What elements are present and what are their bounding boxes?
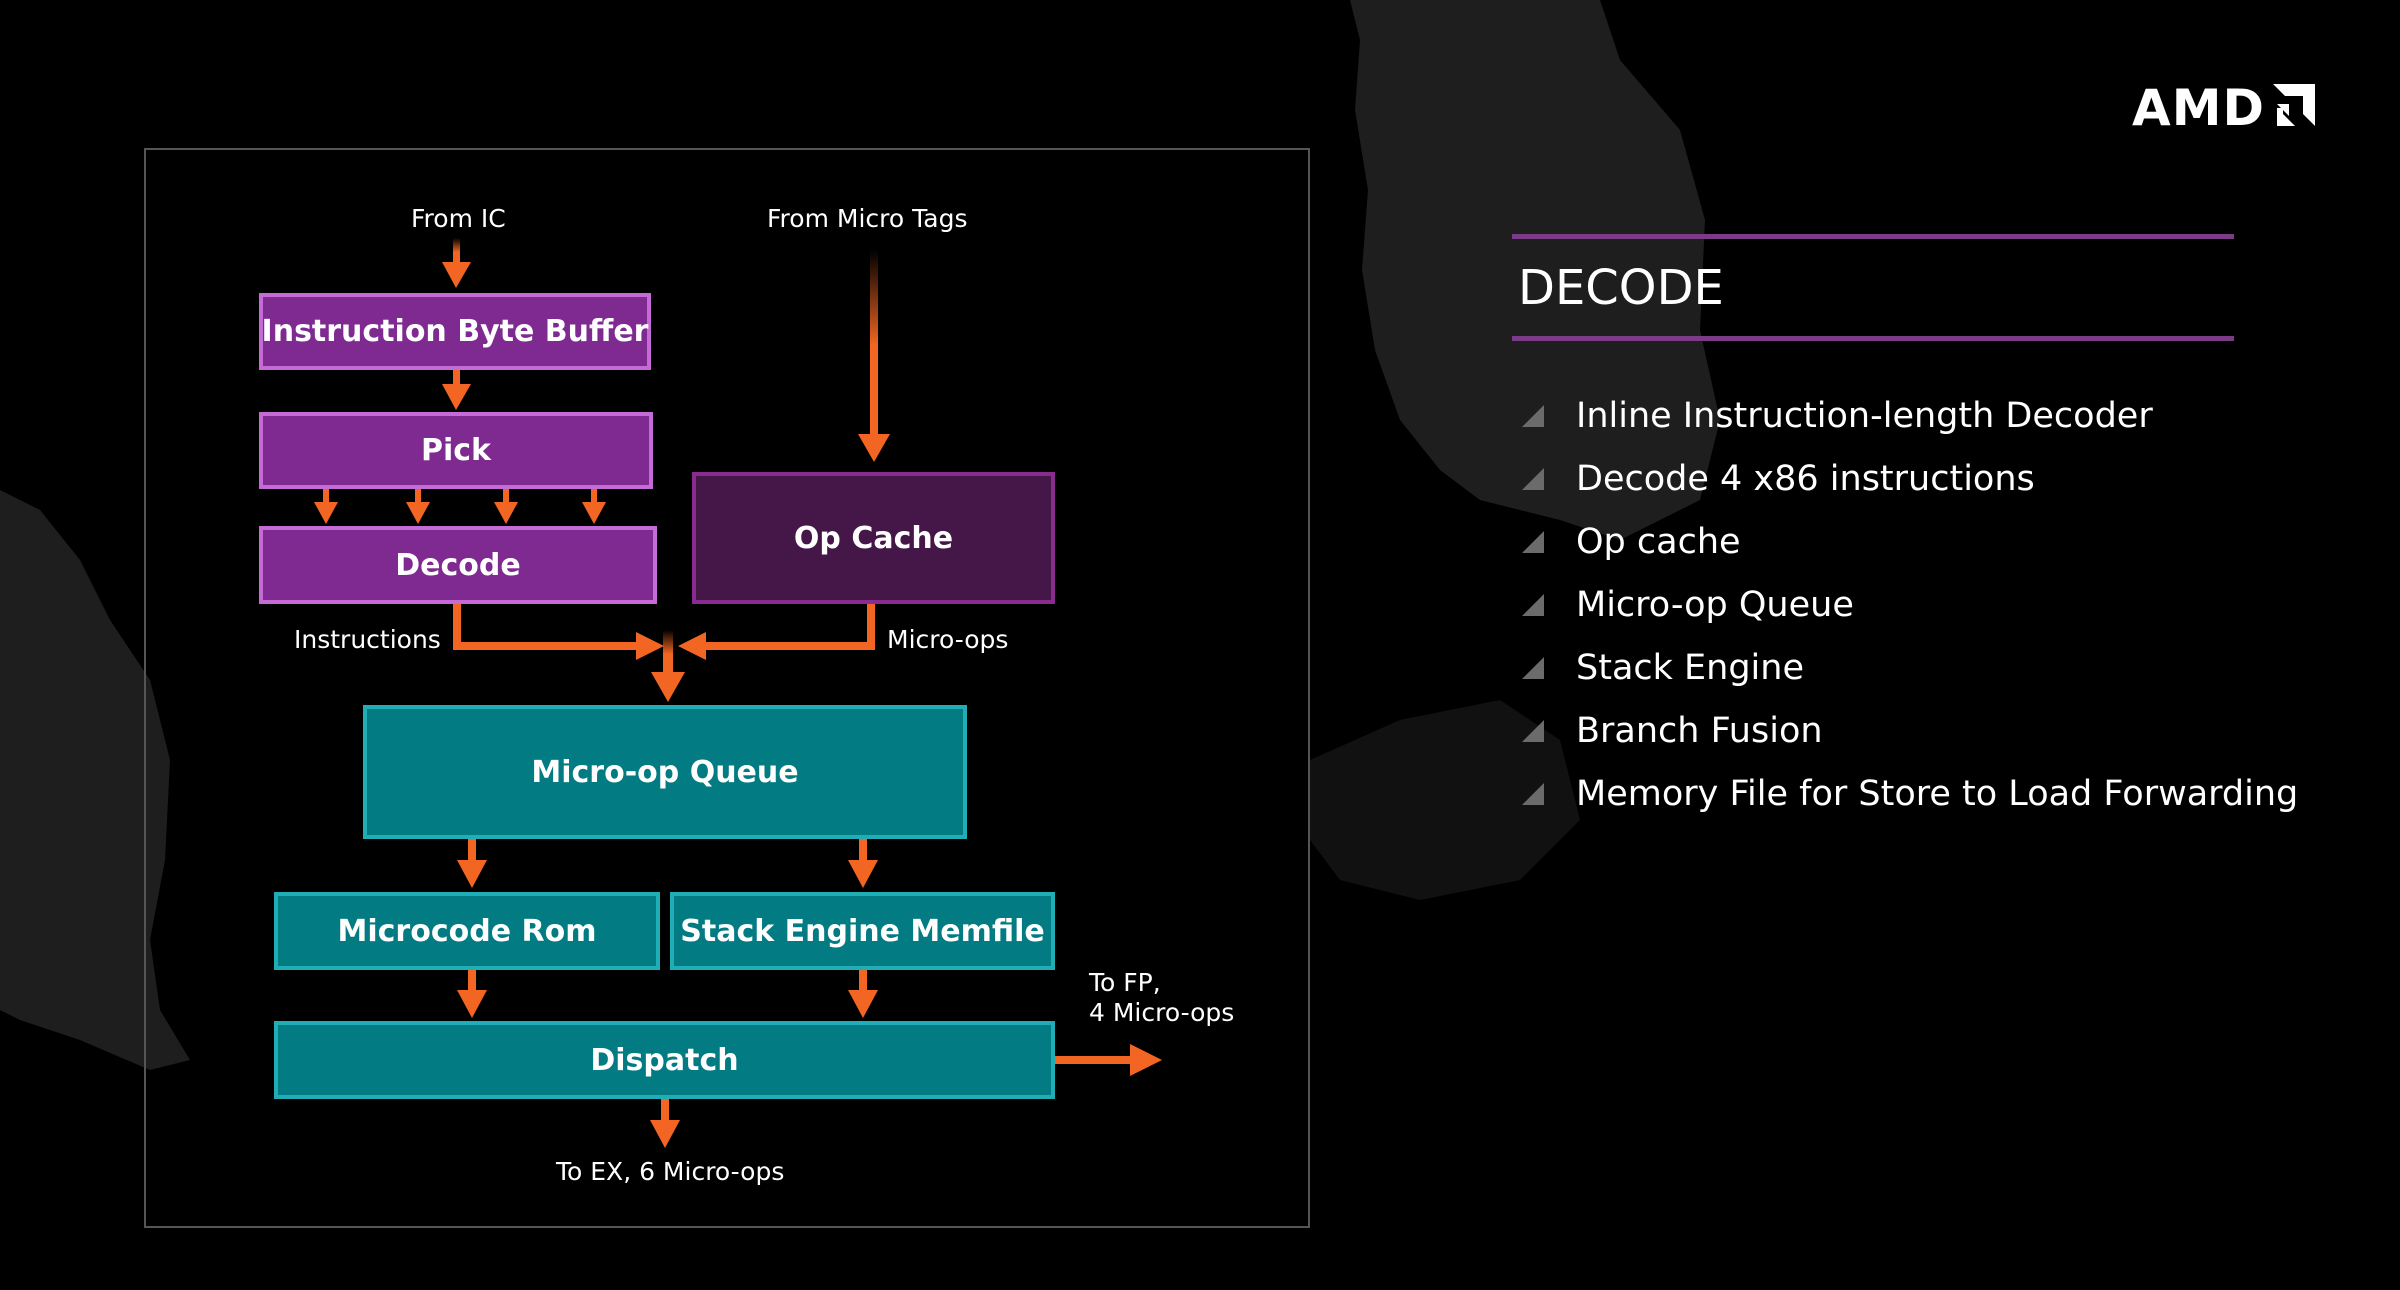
label-to-ex: To EX, 6 Micro-ops — [556, 1157, 785, 1186]
block-pick: Pick — [259, 412, 653, 489]
arrow-from-ic-head — [442, 262, 471, 288]
bullet-item: Decode 4 x86 instructions — [1520, 447, 2298, 510]
triangle-bullet-icon — [1522, 782, 1544, 805]
arrow-from-ic — [453, 238, 460, 266]
block-stack-engine-memfile: Stack Engine Memfile — [670, 892, 1055, 970]
block-micro-op-queue: Micro-op Queue — [363, 705, 967, 839]
arrow-to-fp — [1055, 1056, 1135, 1064]
label-from-ic: From IC — [411, 204, 506, 233]
bullet-text: Memory File for Store to Load Forwarding — [1576, 773, 2299, 814]
arrow-from-micro-tags — [870, 250, 878, 440]
arrow-into-queue — [663, 630, 673, 678]
arrow-rom-dispatch — [468, 969, 476, 995]
triangle-bullet-icon — [1522, 656, 1544, 679]
arrow-pick-decode-4 — [591, 488, 597, 506]
block-op-cache: Op Cache — [692, 472, 1055, 604]
triangle-bullet-icon — [1522, 530, 1544, 553]
amd-logo: AMD — [2132, 79, 2315, 137]
section-title: DECODE — [1518, 260, 1724, 316]
diagram-frame — [144, 148, 1310, 1228]
bullet-item: Stack Engine — [1520, 636, 2298, 699]
arrow-queue-stack — [859, 838, 867, 866]
bullet-item: Micro-op Queue — [1520, 573, 2298, 636]
arrow-instructions — [453, 604, 461, 650]
block-instruction-byte-buffer: Instruction Byte Buffer — [259, 293, 651, 370]
title-rule-top — [1512, 234, 2234, 239]
label-to-fp-line2: 4 Micro-ops — [1089, 998, 1235, 1027]
arrow-buffer-pick — [453, 368, 460, 388]
arrow-micro-ops — [867, 604, 875, 650]
logo-text: AMD — [2132, 79, 2265, 137]
block-dispatch: Dispatch — [274, 1021, 1055, 1099]
arrow-pick-decode-2 — [415, 488, 421, 506]
arrow-queue-rom — [468, 838, 476, 866]
triangle-bullet-icon — [1522, 404, 1544, 427]
bullet-item: Inline Instruction-length Decoder — [1520, 384, 2298, 447]
arrow-stack-dispatch — [859, 969, 867, 995]
bullet-text: Stack Engine — [1576, 647, 1804, 688]
bullet-item: Op cache — [1520, 510, 2298, 573]
arrow-pick-decode-3 — [503, 488, 509, 506]
amd-arrow-logo-icon — [2272, 84, 2315, 126]
bullet-text: Op cache — [1576, 521, 1741, 562]
label-from-micro-tags: From Micro Tags — [767, 204, 968, 233]
label-instructions: Instructions — [294, 625, 441, 654]
triangle-bullet-icon — [1522, 593, 1544, 616]
arrow-to-ex — [661, 1098, 669, 1126]
label-to-fp-line1: To FP, — [1089, 968, 1161, 997]
bullet-list: Inline Instruction-length Decoder Decode… — [1520, 384, 2298, 825]
bullet-text: Branch Fusion — [1576, 710, 1823, 751]
bullet-text: Micro-op Queue — [1576, 584, 1854, 625]
triangle-bullet-icon — [1522, 719, 1544, 742]
bullet-item: Memory File for Store to Load Forwarding — [1520, 762, 2298, 825]
arrow-pick-decode-1 — [323, 488, 329, 506]
block-decode: Decode — [259, 526, 657, 604]
title-rule-bottom — [1512, 336, 2234, 341]
label-micro-ops: Micro-ops — [887, 625, 1009, 654]
triangle-bullet-icon — [1522, 467, 1544, 490]
bullet-text: Decode 4 x86 instructions — [1576, 458, 2035, 499]
arrow-from-micro-tags-head — [858, 434, 890, 462]
block-microcode-rom: Microcode Rom — [274, 892, 660, 970]
bullet-text: Inline Instruction-length Decoder — [1576, 395, 2153, 436]
bullet-item: Branch Fusion — [1520, 699, 2298, 762]
